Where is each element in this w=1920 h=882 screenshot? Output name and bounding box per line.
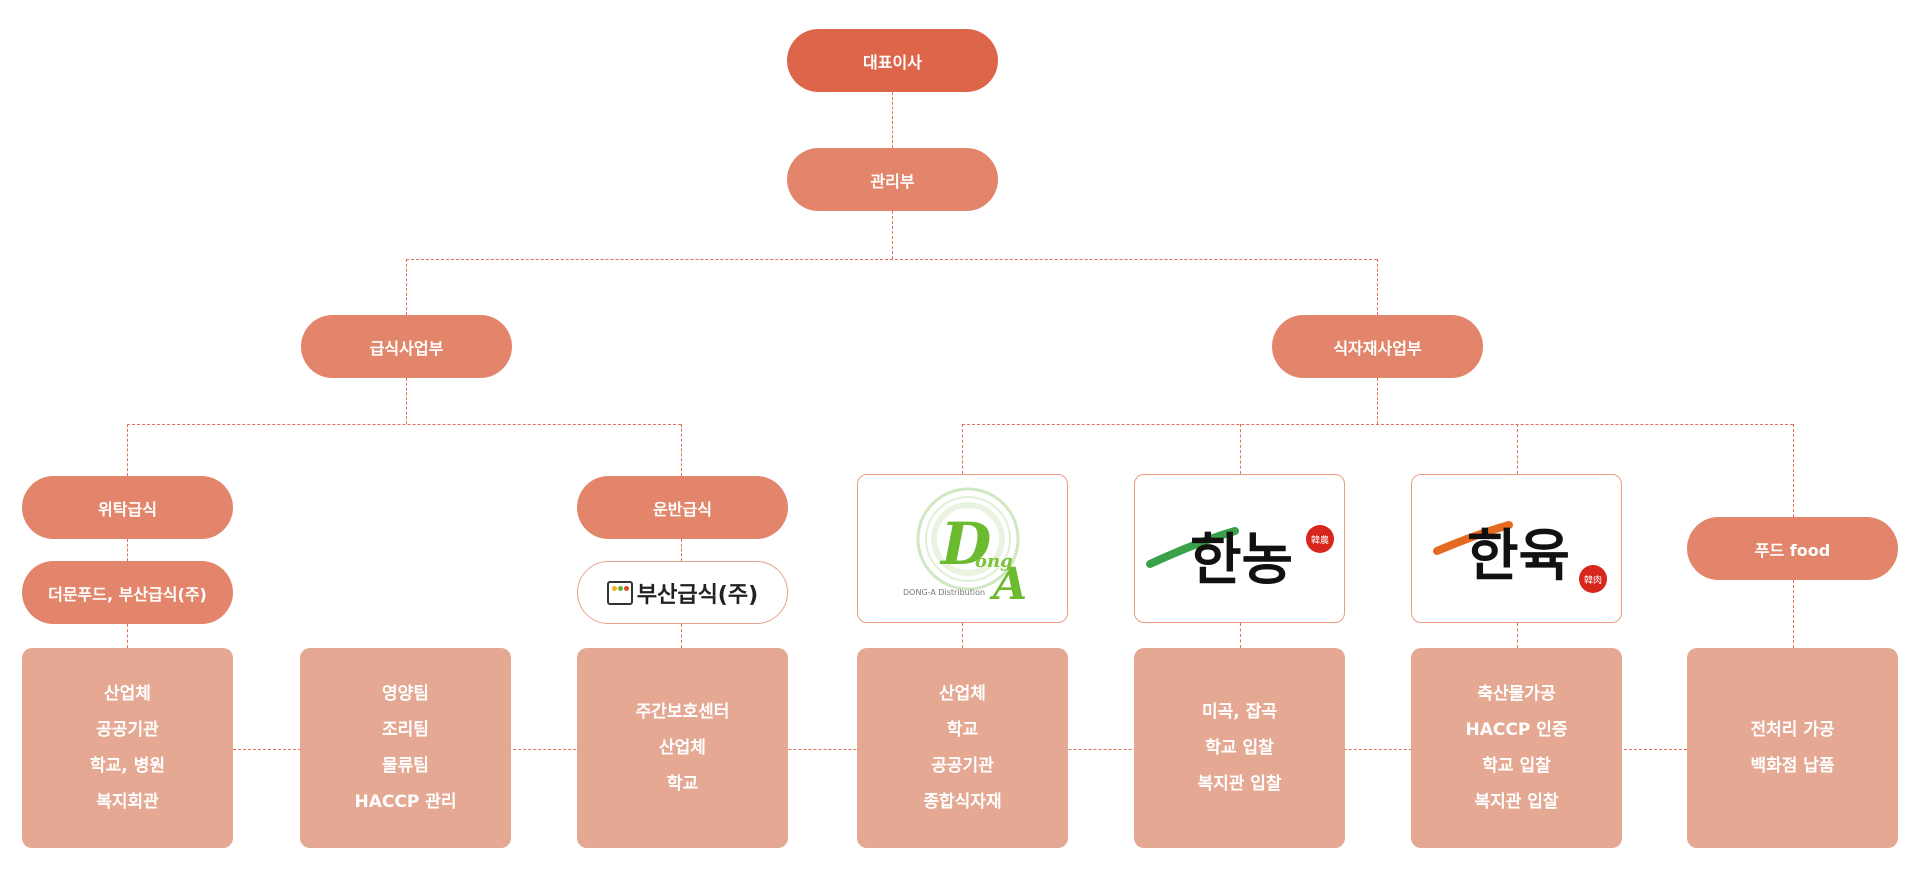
food-label: 푸드 food	[1754, 540, 1831, 560]
dong-a-logo-text: DONG-A Distribution	[903, 588, 985, 597]
card-consign-clients: 산업체 공공기관 학교, 병원 복지회관	[22, 648, 233, 848]
catering-division-label: 급식사업부	[369, 338, 444, 358]
connector-to-hanyuk	[1517, 424, 1518, 474]
connector-catering-bar	[127, 424, 681, 425]
card-item: 조리팀	[382, 720, 429, 740]
card-item: 백화점 납품	[1750, 756, 1835, 776]
connector-foodmaterial-down	[1377, 378, 1378, 424]
hanyuk-logo: 한육 韓肉	[1432, 520, 1607, 593]
card-item: 영양팀	[382, 684, 429, 704]
catering-division-node: 급식사업부	[301, 315, 512, 378]
card-item: 복지회관	[96, 792, 159, 812]
busan-catering-logo-node: 부산급식(주)	[577, 561, 788, 624]
card-item: HACCP 인증	[1465, 720, 1568, 740]
connector-foodmaterial-bar	[962, 424, 1793, 425]
svg-text:D: D	[939, 510, 991, 578]
connector-to-foodmaterial	[1377, 259, 1378, 315]
svg-text:ong: ong	[975, 551, 1013, 572]
connector-divisions-bar	[406, 259, 1377, 260]
card-hannong-clients: 미곡, 잡곡 학교 입찰 복지관 입찰	[1134, 648, 1345, 848]
consign-company-node: 더문푸드, 부산급식(주)	[22, 561, 233, 624]
card-item: 미곡, 잡곡	[1202, 702, 1277, 722]
card-item: 학교, 병원	[90, 756, 165, 776]
delivery-catering-node: 운반급식	[577, 476, 788, 539]
connector-logo-card3	[681, 624, 682, 648]
connector-to-delivery	[681, 424, 682, 476]
dong-a-logo-box: D ong A DONG-A Distribution	[857, 474, 1068, 623]
card-item: 산업체	[939, 684, 986, 704]
card-delivery-clients: 주간보호센터 산업체 학교	[577, 648, 788, 848]
connector-to-hannong	[1240, 424, 1241, 474]
hanyuk-logo-box: 한육 韓肉	[1411, 474, 1622, 623]
connector-hannong-card	[1240, 623, 1241, 648]
consign-catering-node: 위탁급식	[22, 476, 233, 539]
hannong-logo: 한농 韓農	[1145, 524, 1334, 593]
connector-to-consign	[127, 424, 128, 476]
card-item: 학교	[946, 720, 979, 740]
hanyuk-logo-word: 한육	[1467, 524, 1570, 589]
card-item: 종합식자재	[923, 792, 1002, 812]
food-node: 푸드 food	[1687, 517, 1898, 580]
card-item: HACCP 관리	[354, 792, 457, 812]
foodmaterial-division-label: 식자재사업부	[1333, 338, 1422, 358]
connector-food-card	[1793, 580, 1794, 648]
hannong-logo-box: 한농 韓農	[1134, 474, 1345, 623]
connector-to-donga	[962, 424, 963, 474]
foodmaterial-division-node: 식자재사업부	[1272, 315, 1483, 378]
admin-label: 관리부	[870, 171, 915, 191]
card-donga-clients: 산업체 학교 공공기관 종합식자재	[857, 648, 1068, 848]
card-item: 축산물가공	[1477, 684, 1556, 704]
card-item: 복지관 입찰	[1197, 774, 1282, 794]
card-item: 복지관 입찰	[1474, 792, 1559, 812]
delivery-catering-label: 운반급식	[653, 499, 712, 519]
connector-catering-down	[406, 378, 407, 424]
consign-company-label: 더문푸드, 부산급식(주)	[48, 584, 207, 604]
connector-ceo-admin	[892, 92, 893, 148]
hannong-seal: 韓農	[1310, 534, 1328, 546]
card-item: 산업체	[659, 738, 706, 758]
connector-hanyuk-card	[1517, 623, 1518, 648]
card-item: 산업체	[104, 684, 151, 704]
card-item: 공공기관	[931, 756, 994, 776]
connector-donga-card	[962, 623, 963, 648]
ceo-label: 대표이사	[863, 52, 922, 72]
card-item: 학교 입찰	[1482, 756, 1551, 776]
card-food-clients: 전처리 가공 백화점 납품	[1687, 648, 1898, 848]
hanyuk-seal: 韓肉	[1583, 574, 1601, 586]
connector-admin-divisions	[892, 211, 893, 259]
hannong-logo-word: 한농	[1190, 528, 1293, 593]
card-teams: 영양팀 조리팀 물류팀 HACCP 관리	[300, 648, 511, 848]
dong-a-logo: D ong A DONG-A Distribution	[903, 487, 1027, 610]
svg-text:A: A	[989, 559, 1027, 610]
connector-consign-sub	[127, 539, 128, 561]
connector-to-catering	[406, 259, 407, 315]
busan-catering-logo-text: 부산급식(주)	[636, 582, 759, 608]
card-item: 학교 입찰	[1205, 738, 1274, 758]
busan-catering-mark-icon	[606, 580, 633, 605]
card-item: 전처리 가공	[1750, 720, 1835, 740]
card-item: 공공기관	[96, 720, 159, 740]
connector-sub-card1	[127, 624, 128, 648]
admin-node: 관리부	[787, 148, 998, 211]
busan-catering-logo: 부산급식(주)	[606, 577, 759, 609]
card-item: 주간보호센터	[635, 702, 730, 722]
card-item: 학교	[666, 774, 699, 794]
ceo-node: 대표이사	[787, 29, 998, 92]
consign-catering-label: 위탁급식	[98, 499, 157, 519]
card-hanyuk-clients: 축산물가공 HACCP 인증 학교 입찰 복지관 입찰	[1411, 648, 1622, 848]
card-item: 물류팀	[382, 756, 429, 776]
connector-to-food	[1793, 424, 1794, 517]
connector-delivery-logo	[681, 539, 682, 561]
